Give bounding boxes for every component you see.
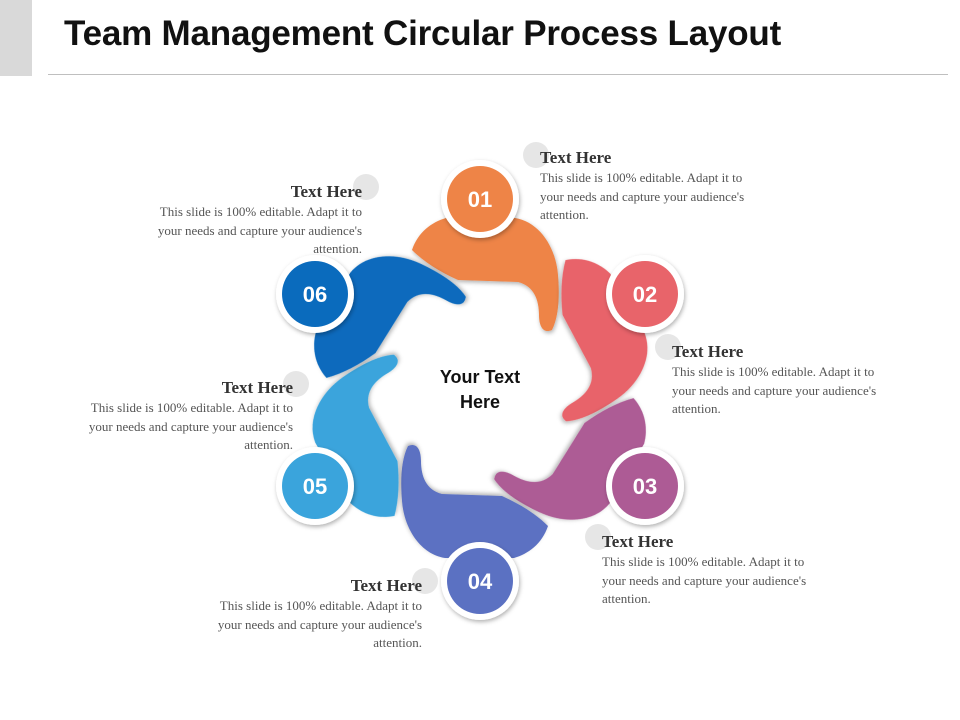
step-3-dot <box>585 524 611 550</box>
step-3-note: Text Here This slide is 100% editable. A… <box>602 531 812 609</box>
step-6-body: This slide is 100% editable. Adapt it to… <box>157 204 362 256</box>
step-1-body: This slide is 100% editable. Adapt it to… <box>540 170 745 222</box>
step-2-heading: Text Here <box>672 342 744 361</box>
step-5-body: This slide is 100% editable. Adapt it to… <box>88 400 293 452</box>
step-2-note: Text Here This slide is 100% editable. A… <box>672 341 882 419</box>
step-3-heading: Text Here <box>602 532 674 551</box>
step-1-arm <box>412 218 559 332</box>
step-5-number: 05 <box>303 474 327 499</box>
title-bar: Team Management Circular Process Layout <box>0 0 960 76</box>
step-6-heading: Text Here <box>290 182 362 201</box>
step-4-number: 04 <box>468 569 493 594</box>
title-divider <box>48 74 948 75</box>
step-6-head <box>282 261 348 327</box>
title-accent <box>0 0 32 76</box>
step-1-heading: Text Here <box>540 148 612 167</box>
step-5-arm <box>312 354 399 517</box>
step-6-note: Text Here This slide is 100% editable. A… <box>152 181 362 259</box>
step-1-dot <box>523 142 549 168</box>
step-4-heading: Text Here <box>350 576 422 595</box>
step-4-arm <box>401 444 548 558</box>
step-4-dot <box>412 568 438 594</box>
center-text: Your Text Here <box>439 367 521 412</box>
step-1-head <box>447 166 513 232</box>
step-5-dot <box>283 371 309 397</box>
step-5-head <box>282 453 348 519</box>
step-2-body: This slide is 100% editable. Adapt it to… <box>672 364 877 416</box>
slide-title: Team Management Circular Process Layout <box>64 14 782 53</box>
step-4-note: Text Here This slide is 100% editable. A… <box>212 575 422 653</box>
step-5-note: Text Here This slide is 100% editable. A… <box>83 377 293 455</box>
step-2-dot <box>655 334 681 360</box>
step-1-note: Text Here This slide is 100% editable. A… <box>540 147 750 225</box>
step-3-head <box>612 453 678 519</box>
step-3-body: This slide is 100% editable. Adapt it to… <box>602 554 807 606</box>
step-6-dot <box>353 174 379 200</box>
step-3-number: 03 <box>633 474 657 499</box>
step-4-body: This slide is 100% editable. Adapt it to… <box>217 598 422 650</box>
step-6-number: 06 <box>303 282 327 307</box>
step-2-arm <box>561 259 648 422</box>
step-1-number: 01 <box>468 187 492 212</box>
step-5-heading: Text Here <box>221 378 293 397</box>
step-2-head <box>612 261 678 327</box>
step-2-number: 02 <box>633 282 657 307</box>
step-4-head <box>447 548 513 614</box>
